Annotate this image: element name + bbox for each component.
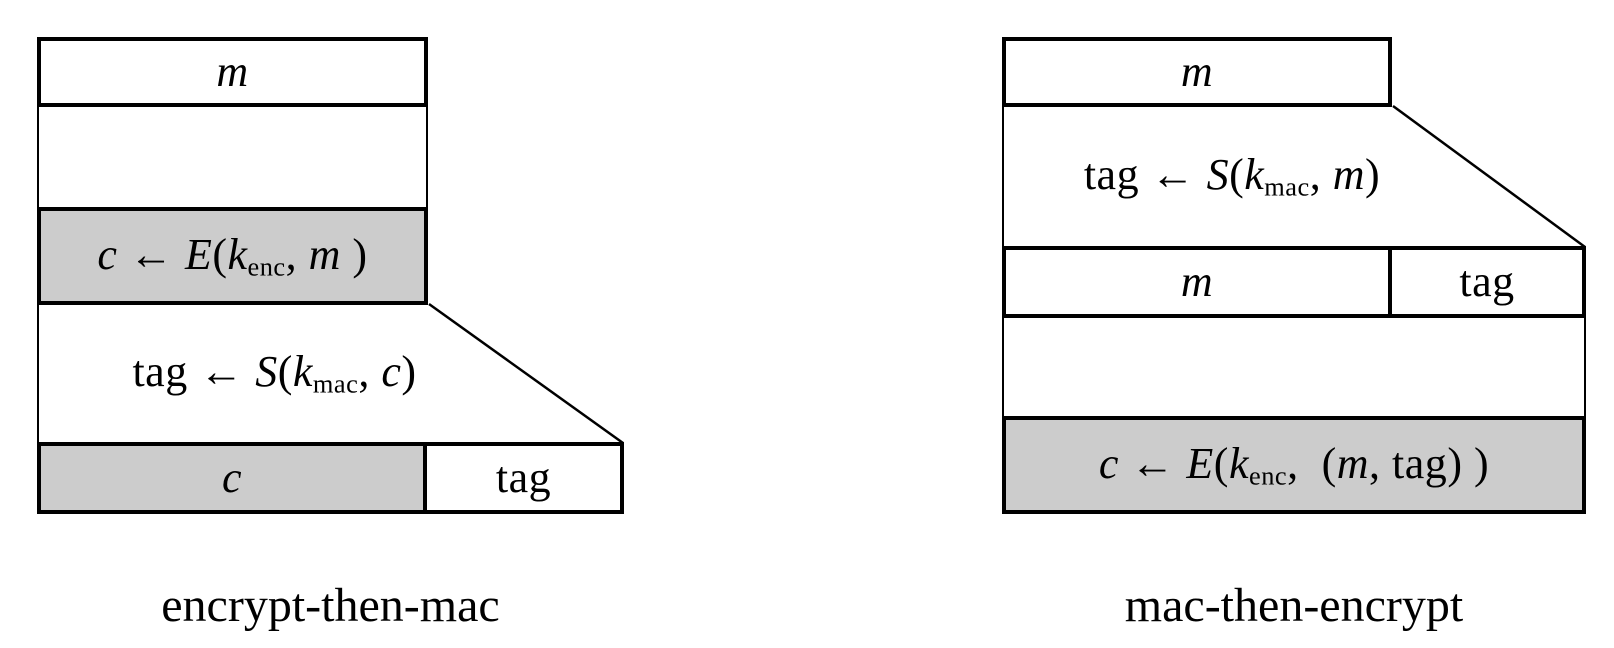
mte-encrypt-box: c ← E(kenc, (m, tag) ) bbox=[1002, 416, 1586, 514]
etm-caption: encrypt-then-mac bbox=[161, 579, 500, 632]
etm-encrypt-formula: c ← E(kenc, m ) bbox=[97, 229, 368, 282]
etm-sign-region: tag ← S(kmac, c) bbox=[37, 305, 510, 442]
etm-encrypt-box: c ← E(kenc, m ) bbox=[37, 207, 428, 305]
mte-message-label: m bbox=[1180, 47, 1214, 96]
etm-output-cipher-label: c bbox=[221, 453, 243, 502]
mte-concat-message-cell: m bbox=[1006, 250, 1392, 314]
etm-message-box: m bbox=[37, 37, 428, 107]
mte-sign-region: tag ← S(kmac, m) bbox=[1002, 107, 1460, 246]
mte-concat-message-label: m bbox=[1180, 257, 1214, 306]
mte-encrypt-formula: c ← E(kenc, (m, tag) ) bbox=[1098, 438, 1490, 491]
mte-concat-tag-cell: tag bbox=[1392, 250, 1582, 314]
etm-output-box: c tag bbox=[37, 442, 624, 514]
mte-sign-formula: tag ← S(kmac, m) bbox=[1083, 150, 1381, 202]
etm-output-cipher-cell: c bbox=[41, 446, 427, 510]
mte-concat-box: m tag bbox=[1002, 246, 1586, 318]
etm-output-tag-cell: tag bbox=[427, 446, 620, 510]
mte-concat-tag-label: tag bbox=[1459, 257, 1515, 306]
mte-caption: mac-then-encrypt bbox=[1124, 579, 1464, 632]
mte-message-box: m bbox=[1002, 37, 1392, 107]
etm-output-tag-label: tag bbox=[495, 453, 552, 502]
etm-spacer-region bbox=[37, 107, 428, 207]
etm-sign-formula: tag ← S(kmac, c) bbox=[132, 347, 417, 399]
etm-message-label: m bbox=[216, 47, 249, 96]
mte-spacer-region bbox=[1002, 318, 1586, 416]
